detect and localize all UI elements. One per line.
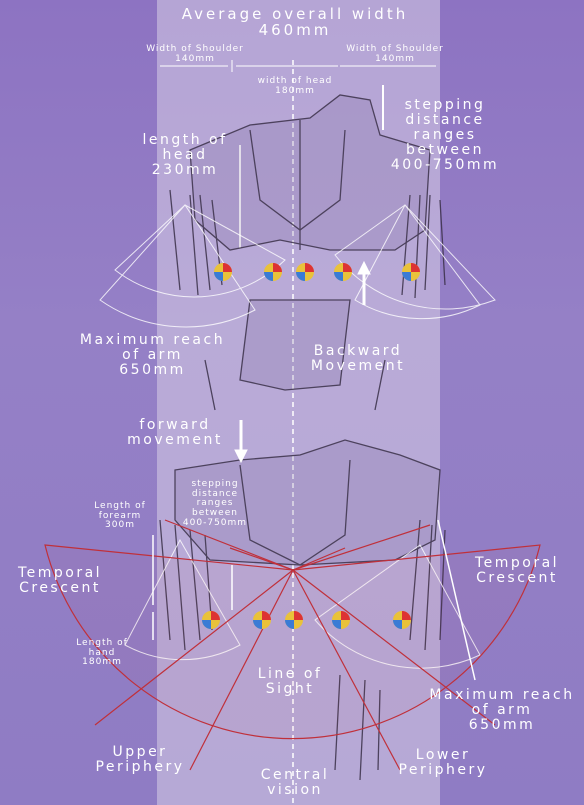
temporal-left-label: Temporal Crescent <box>10 566 110 596</box>
stepping-top-label: stepping distance ranges between 400-750… <box>375 98 515 174</box>
temporal-right-label: Temporal Crescent <box>462 556 572 586</box>
shoulder-left-label: Width of Shoulder 140mm <box>140 45 250 64</box>
hand-length-label: Length of hand 180mm <box>62 639 142 668</box>
forward-arrow <box>235 420 247 462</box>
forearm-label: Length of forearm 300m <box>80 502 160 531</box>
stepping-mid-label: stepping distance ranges between 400-750… <box>170 480 260 529</box>
reach-left-label: Maximum reach of arm 650mm <box>60 333 245 378</box>
balls-upper <box>214 263 420 281</box>
head-width-label: width of head 180mm <box>240 77 350 96</box>
shoulder-right-label: Width of Shoulder 140mm <box>330 45 460 64</box>
line-of-sight-label: Line of Sight <box>240 667 340 697</box>
upper-periphery-label: Upper Periphery <box>80 745 200 775</box>
central-vision-label: Central vision <box>240 768 350 798</box>
reach-right-label: Maximum reach of arm 650mm <box>420 688 584 733</box>
head-length-label: length of head 230mm <box>130 133 240 178</box>
lower-periphery-label: Lower Periphery <box>383 748 503 778</box>
backward-label: Backward Movement <box>298 344 418 374</box>
overall-width-label: Average overall width 460mm <box>170 6 420 38</box>
backward-arrow <box>358 262 370 305</box>
forward-label: forward movement <box>115 418 235 448</box>
